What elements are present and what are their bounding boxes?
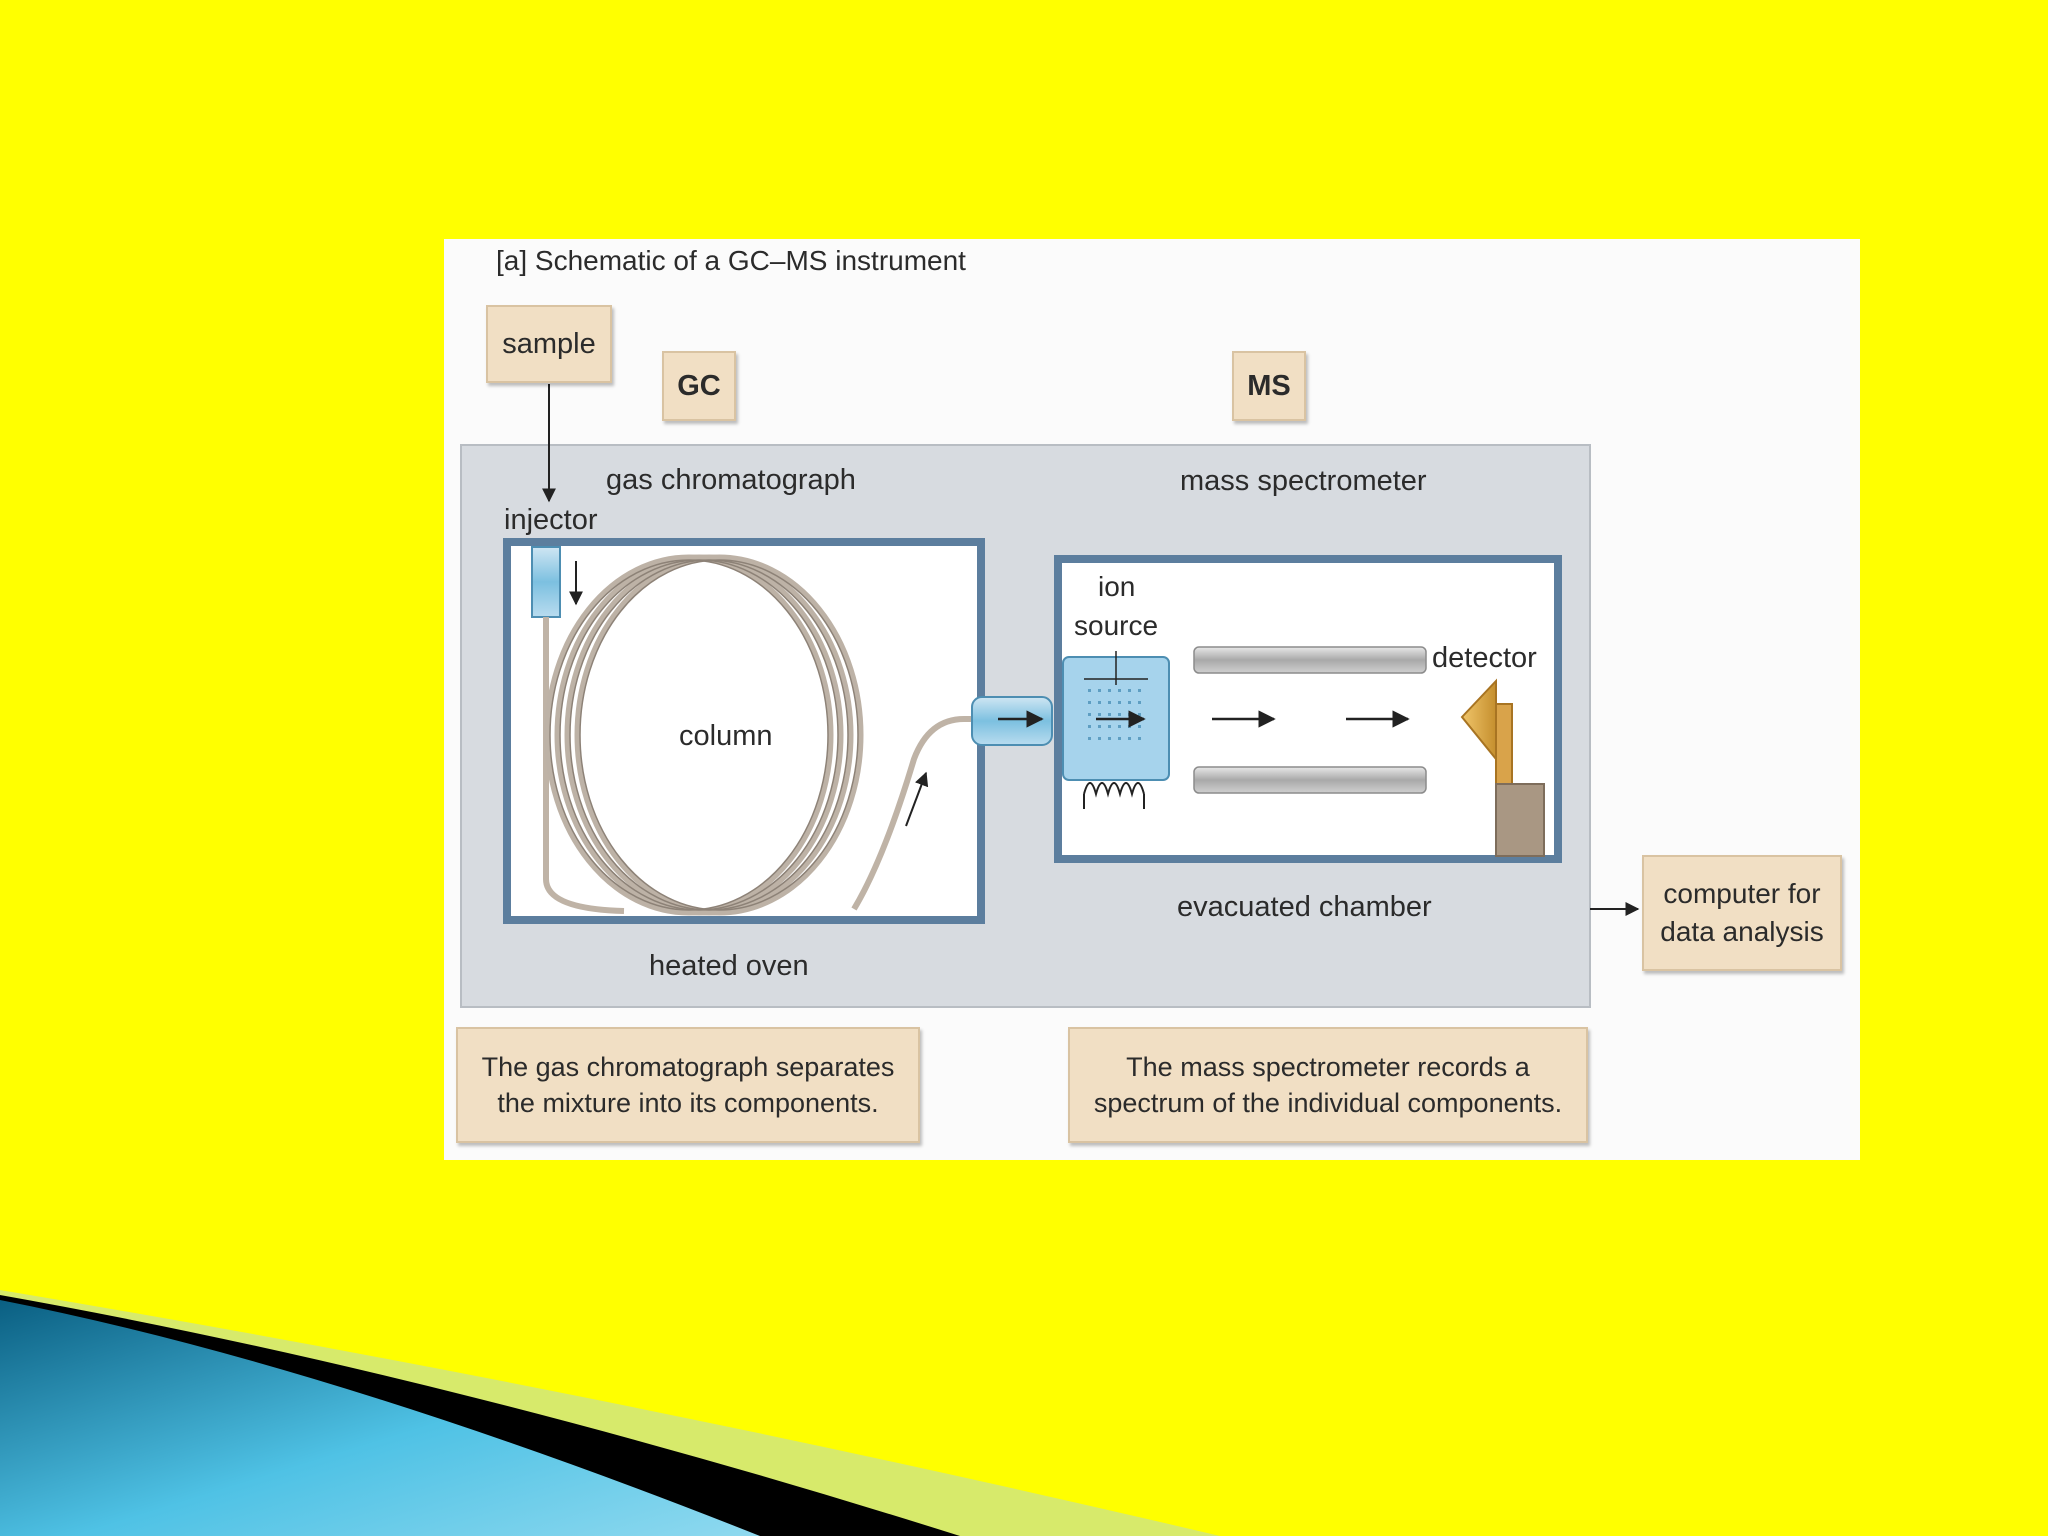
column-flow-arrow	[905, 771, 929, 827]
injector-tubing	[543, 617, 625, 914]
column-exit-tubing	[851, 716, 1004, 911]
column-label: column	[679, 720, 773, 752]
mass-analyzer-rod-top	[1193, 646, 1427, 674]
injector-label: injector	[504, 504, 598, 536]
blue-swoosh	[0, 1300, 760, 1536]
transfer-line	[971, 696, 1053, 746]
gc-title: gas chromatograph	[606, 464, 856, 496]
detector-label: detector	[1432, 642, 1537, 674]
gc-ms-diagram: [a] Schematic of a GC–MS instrument	[444, 239, 1860, 1160]
computer-label-line-2: data analysis	[1660, 916, 1824, 947]
heated-oven-label: heated oven	[649, 950, 809, 982]
ms-tag-label: MS	[1247, 369, 1291, 402]
column-coil	[544, 554, 864, 916]
ms-title: mass spectrometer	[1180, 465, 1427, 497]
ion-source-label-line-2: source	[1074, 610, 1158, 641]
ms-note-line-1: The mass spectrometer records a	[1126, 1051, 1530, 1082]
ms-note-line-2: spectrum of the individual components.	[1093, 1088, 1563, 1118]
sample-box: sample	[486, 305, 612, 383]
ion-source-label-line-1: ion	[1098, 571, 1135, 602]
gc-note-line-2: the mixture into its components.	[497, 1088, 879, 1118]
computer-label-line-1: computer for	[1663, 878, 1821, 910]
gc-tag-label: GC	[677, 369, 721, 402]
computer-box: computer for data analysis	[1642, 855, 1842, 971]
evacuated-chamber-label: evacuated chamber	[1177, 891, 1432, 923]
gc-tag: GC	[662, 351, 736, 421]
diagram-caption: [a] Schematic of a GC–MS instrument	[496, 245, 966, 276]
gc-note-line-1: The gas chromatograph separates	[481, 1051, 895, 1082]
ms-note-box: The mass spectrometer records a spectrum…	[1068, 1027, 1588, 1143]
mass-analyzer-rod-bottom	[1193, 766, 1427, 794]
diagram-drawing: [a] Schematic of a GC–MS instrument	[460, 245, 1640, 1008]
detector-base	[1495, 783, 1545, 857]
gc-note-box: The gas chromatograph separates the mixt…	[456, 1027, 920, 1143]
sample-label: sample	[502, 327, 596, 360]
injector-block	[531, 546, 561, 618]
filament-coil	[1083, 782, 1145, 798]
ms-tag: MS	[1232, 351, 1306, 421]
